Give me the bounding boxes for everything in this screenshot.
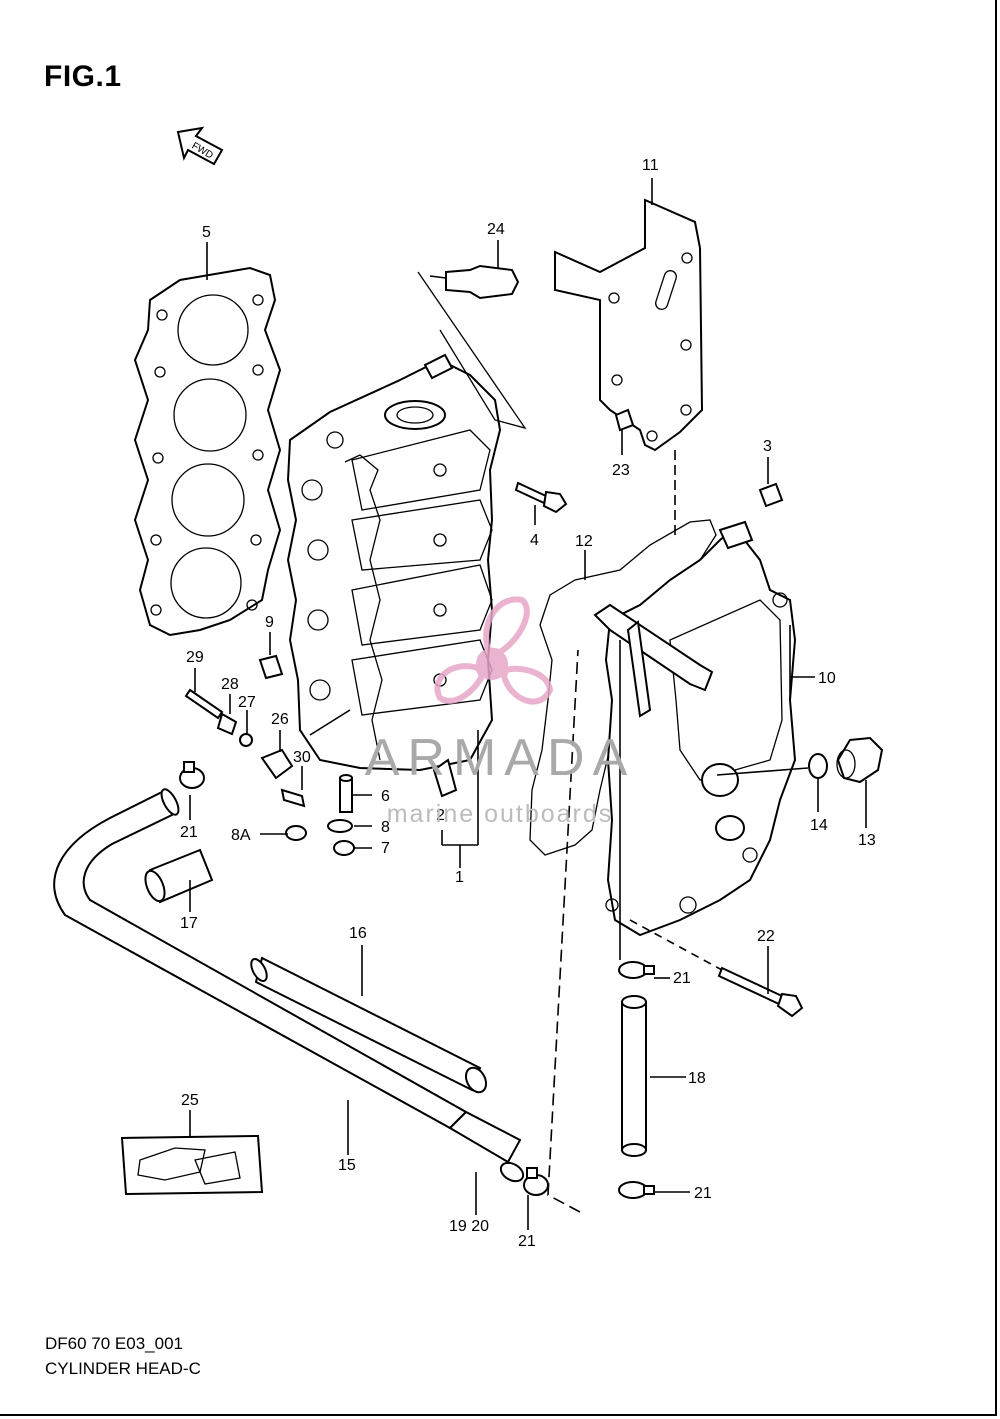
figure-title: FIG.1 (44, 60, 122, 93)
head-cover-part (593, 520, 797, 937)
callout-4: 4 (530, 532, 539, 549)
o-ring-part-27 (239, 733, 253, 747)
callout-27: 27 (238, 694, 256, 711)
head-gasket-part (133, 266, 282, 637)
cylinder-head-part (286, 353, 502, 772)
nut-part-7 (333, 840, 355, 856)
callout-15: 15 (338, 1157, 356, 1174)
clamp-part-21-a (618, 961, 655, 979)
callout-11: 11 (642, 157, 659, 174)
callout-17: 17 (180, 915, 198, 932)
watermark-tagline: marine outboards (386, 800, 614, 828)
spark-plug-part (417, 264, 527, 430)
nut-part-8a (285, 825, 307, 841)
callout-8: 8 (381, 819, 390, 836)
callout-25: 25 (181, 1092, 199, 1109)
hose-part-18 (621, 995, 647, 1157)
o-ring-part-14 (808, 753, 828, 779)
oil-filler-cap-part-13 (836, 736, 884, 784)
spacer-part-28 (216, 712, 238, 736)
cap-part-3 (758, 482, 784, 508)
callout-23: 23 (612, 462, 630, 479)
callout-10: 10 (818, 670, 836, 687)
callout-labels: 5 11 24 3 4 23 12 10 14 13 22 18 21 21 2… (180, 157, 876, 1250)
screw-part-29 (184, 688, 224, 720)
callout-12: 12 (575, 533, 593, 550)
callout-21-b: 21 (694, 1185, 712, 1202)
callout-16: 16 (349, 925, 367, 942)
watermark-brand: ARMADA (364, 729, 636, 787)
callout-22: 22 (757, 928, 775, 945)
washer-part-8 (327, 819, 353, 833)
diagram-name: CYLINDER HEAD-C (45, 1359, 201, 1378)
bolt-part-22 (629, 919, 804, 1018)
callout-2: 2 (436, 807, 445, 824)
callout-19-20: 19 20 (449, 1218, 489, 1235)
callout-9: 9 (265, 614, 274, 631)
callout-7: 7 (381, 840, 390, 857)
callout-1: 1 (455, 869, 464, 886)
callout-29: 29 (186, 649, 204, 666)
bracket-part (554, 198, 704, 452)
leader-lines (189, 178, 867, 1230)
decal-part-25 (120, 1134, 264, 1196)
diagram-code: DF60 70 E03_001 (45, 1334, 183, 1353)
propeller-logo-icon (434, 596, 554, 705)
tube-part-16 (250, 956, 488, 1094)
callout-21-d: 21 (180, 824, 198, 841)
hose-part-15 (53, 788, 525, 1183)
dowel-pin-part-23 (614, 408, 635, 432)
callout-24: 24 (487, 221, 505, 238)
bolt-part-4 (514, 481, 568, 514)
callout-3: 3 (763, 438, 772, 455)
sleeve-part-17 (144, 848, 214, 904)
callout-18: 18 (688, 1070, 706, 1087)
callout-26: 26 (271, 711, 289, 728)
clamp-part-21-c (523, 1167, 549, 1196)
callout-13: 13 (858, 832, 876, 849)
callout-21-c: 21 (518, 1233, 536, 1250)
callout-14: 14 (810, 817, 828, 834)
callout-5: 5 (202, 224, 211, 241)
fwd-arrow-icon: FWD (176, 126, 224, 166)
callout-28: 28 (221, 676, 239, 693)
callout-6: 6 (381, 788, 390, 805)
stud-part-2 (432, 758, 458, 798)
clamp-part-21-d (179, 761, 205, 789)
callout-21-a: 21 (673, 970, 691, 987)
clamp-part-21-b (618, 1181, 655, 1199)
small-hardware-parts (184, 654, 458, 856)
sensor-part-26 (260, 748, 294, 780)
pin-part-9 (258, 654, 284, 680)
callout-8a: 8A (231, 827, 251, 844)
callout-30: 30 (293, 749, 311, 766)
bolt-part-30 (280, 788, 306, 808)
